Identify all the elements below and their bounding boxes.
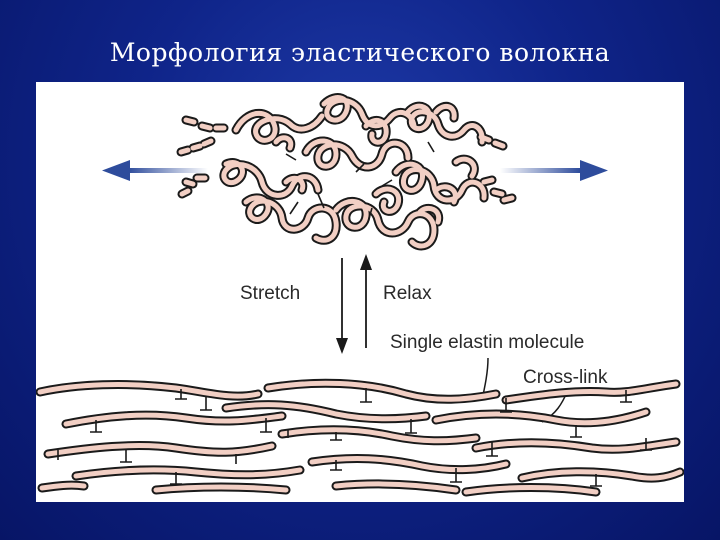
stretch-label: Stretch	[240, 283, 300, 304]
stretch-right-arrow	[500, 160, 608, 181]
cross-link-label: Cross-link	[523, 367, 608, 388]
relax-label: Relax	[383, 283, 432, 304]
stretched-elastin-network	[36, 378, 684, 497]
stretch-down-arrow	[336, 258, 348, 354]
elastin-diagram: Stretch Relax Single elastin molecule Cr…	[36, 93, 684, 497]
stretch-left-arrow	[102, 160, 208, 181]
slide-title: Морфология эластического волокна	[109, 38, 611, 67]
single-elastin-molecule-label: Single elastin molecule	[390, 332, 584, 353]
cross-links	[57, 388, 652, 487]
relax-up-arrow	[360, 254, 372, 348]
relaxed-elastin-network	[176, 93, 517, 251]
diagram-panel: Stretch Relax Single elastin molecule Cr…	[36, 82, 684, 502]
